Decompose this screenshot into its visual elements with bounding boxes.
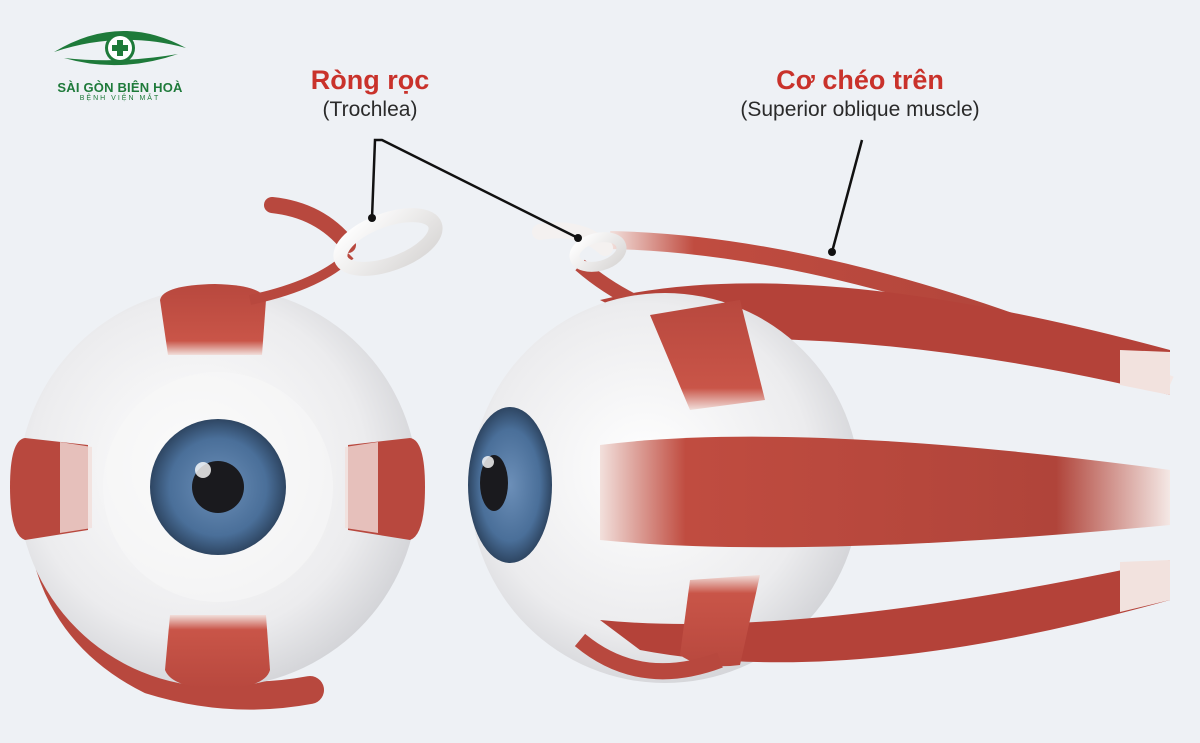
superior-oblique-label-en: (Superior oblique muscle) [740,98,980,121]
callout-lines [368,138,864,256]
superior-rectus-insertion [650,300,765,410]
eye-cross-icon [54,30,186,66]
right-pupil [480,455,508,511]
inferior-oblique-insertion [680,575,760,667]
trochlea-label: Ròng rọc (Trochlea) [290,64,450,124]
superior-oblique-label-vi: Cơ chéo trên [776,65,944,95]
superior-oblique-label: Cơ chéo trên (Superior oblique muscle) [705,64,1015,124]
logo: SÀI GÒN BIÊN HOÀ BỆNH VIỆN MẮT [50,18,190,108]
superior-rectus [160,284,266,355]
logo-subtitle: BỆNH VIỆN MẮT [79,95,161,102]
side-view-eye [468,231,1174,683]
superior-oblique-callout-line [830,139,864,253]
front-view-eye [10,197,425,710]
superior-oblique-muscle-left [264,197,356,253]
logo-name: SÀI GÒN BIÊN HOÀ [57,80,183,95]
trochlea-left [333,208,443,276]
lateral-rectus-side [600,436,1170,548]
trochlea-callout-line [370,138,579,240]
right-iris [468,407,552,563]
inferior-oblique-side [574,633,723,680]
trochlea-label-en: (Trochlea) [322,98,418,121]
trochlea-label-vi: Ròng rọc [310,65,430,95]
inferior-rectus [165,615,270,689]
trochlea-right [532,222,627,272]
